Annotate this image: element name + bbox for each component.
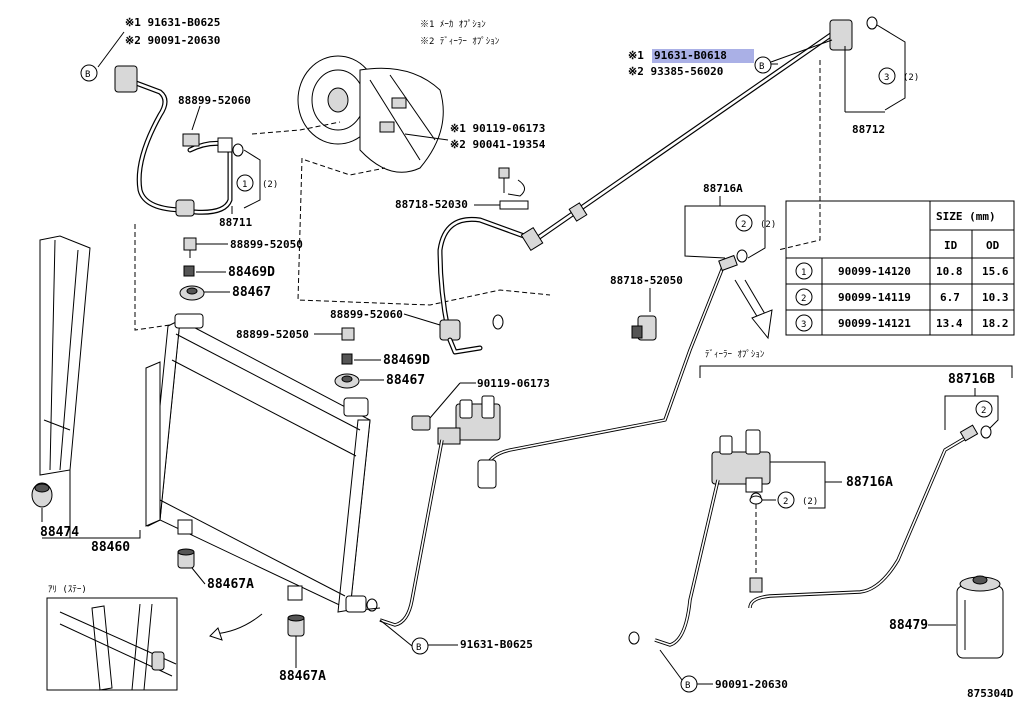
size-table — [785, 200, 1015, 336]
size-row-od: 18.2 — [982, 317, 1009, 330]
label-88711[interactable]: 88711 — [219, 216, 252, 229]
label-88469d-a[interactable]: 88469D — [228, 265, 275, 280]
svg-text:B: B — [416, 643, 421, 653]
mark-2-qty-b: (2) — [802, 497, 818, 507]
dealer-option-note: ※2 ﾃﾞｨｰﾗｰ ｵﾌﾟｼｮﾝ — [420, 36, 500, 47]
size-table-col-od: OD — [986, 239, 1000, 252]
svg-text:2: 2 — [741, 220, 746, 230]
seal-88474[interactable] — [31, 235, 91, 508]
bolt-b-icon: B — [754, 56, 772, 74]
svg-text:1: 1 — [242, 180, 247, 190]
callout-comp-1[interactable]: ※1 90119-06173 — [450, 122, 545, 135]
label-90119-06173[interactable]: 90119-06173 — [477, 377, 550, 390]
detail-inset: ｱﾘ (ｽﾃｰ) — [46, 584, 178, 691]
pipe-88716b[interactable] — [748, 424, 979, 609]
mount-88467a-a — [177, 548, 195, 569]
size-row-id: 13.4 — [936, 317, 963, 330]
size-row-id: 10.8 — [936, 265, 963, 278]
svg-text:2: 2 — [801, 294, 806, 304]
label-88469d-b[interactable]: 88469D — [383, 353, 430, 368]
label-88479[interactable]: 88479 — [889, 618, 928, 633]
mark-2-icon: 2 — [777, 491, 795, 509]
label-88467a-b[interactable]: 88467A — [279, 669, 326, 684]
label-91631-b0625-bottom[interactable]: 91631-B0625 — [460, 638, 533, 651]
mark-3-icon: 3 — [878, 67, 896, 85]
label-88467-b[interactable]: 88467 — [386, 373, 425, 388]
direction-arrow-icon — [734, 279, 773, 340]
label-88899-52050-b[interactable]: 88899-52050 — [236, 328, 309, 341]
callout-top-right-1-prefix[interactable]: ※1 — [628, 49, 644, 62]
label-88460[interactable]: 88460 — [91, 540, 130, 555]
oil-can-88479[interactable] — [956, 575, 1004, 659]
label-88716a-top[interactable]: 88716A — [703, 182, 743, 195]
label-90091-20630-bottom[interactable]: 90091-20630 — [715, 678, 788, 691]
label-88467a-a[interactable]: 88467A — [207, 577, 254, 592]
discharge-hose-88712[interactable] — [437, 19, 853, 355]
label-88899-52060-b[interactable]: 88899-52060 — [330, 308, 403, 321]
mark-1-qty: (2) — [262, 180, 278, 190]
svg-text:3: 3 — [801, 320, 806, 330]
label-88712[interactable]: 88712 — [852, 123, 885, 136]
size-table-row: 2 90099-14119 6.7 10.3 — [795, 288, 1009, 306]
bolt-b-icon: B — [411, 637, 429, 655]
mount-88467a-b — [287, 614, 305, 637]
svg-text:ｱﾘ (ｽﾃｰ): ｱﾘ (ｽﾃｰ) — [48, 584, 87, 595]
callout-top-right-2[interactable]: ※2 93385-56020 — [628, 65, 723, 78]
mark-1-icon: 1 — [236, 174, 254, 192]
svg-text:B: B — [85, 70, 90, 80]
block-fitting — [437, 395, 501, 489]
bolt-b-icon: B — [680, 675, 698, 693]
curved-arrow-icon — [213, 613, 263, 635]
size-row-part[interactable]: 90099-14120 — [838, 265, 911, 278]
label-88716a-right[interactable]: 88716A — [846, 475, 893, 490]
label-88718-52030[interactable]: 88718-52030 — [395, 198, 468, 211]
size-row-od: 10.3 — [982, 291, 1009, 304]
svg-text:2: 2 — [981, 406, 986, 416]
size-row-part[interactable]: 90099-14121 — [838, 317, 911, 330]
dealer-block-fitting — [711, 429, 771, 493]
dealer-option-section-label: ﾃﾞｨｰﾗｰ ｵﾌﾟｼｮﾝ — [705, 349, 765, 360]
label-88467-a[interactable]: 88467 — [232, 285, 271, 300]
label-88899-52050-a[interactable]: 88899-52050 — [230, 238, 303, 251]
compressor — [297, 55, 444, 173]
svg-text:B: B — [759, 62, 764, 72]
callout-top-right-1-part[interactable]: 91631-B0618 — [654, 49, 727, 62]
size-table-col-id: ID — [944, 239, 958, 252]
size-table-row: 3 90099-14121 13.4 18.2 — [795, 314, 1009, 332]
label-88716b[interactable]: 88716B — [948, 372, 995, 387]
mark-3-qty: (2) — [903, 73, 919, 83]
svg-text:3: 3 — [884, 73, 889, 83]
callout-comp-2[interactable]: ※2 90041-19354 — [450, 138, 546, 151]
maker-option-note: ※1 ﾒｰｶ ｵﾌﾟｼｮﾝ — [420, 19, 486, 30]
size-row-part[interactable]: 90099-14119 — [838, 291, 911, 304]
callout-top-left-2[interactable]: ※2 90091-20630 — [125, 34, 220, 47]
mark-2-icon: 2 — [975, 400, 993, 418]
size-row-id: 6.7 — [940, 291, 960, 304]
drawing-number: 875304D — [967, 687, 1014, 700]
bolt-icon — [498, 167, 510, 193]
liquid-line-88460[interactable] — [379, 439, 444, 627]
label-88718-52050[interactable]: 88718-52050 — [610, 274, 683, 287]
size-row-od: 15.6 — [982, 265, 1009, 278]
clamp-88718-52050 — [631, 315, 657, 341]
svg-text:2: 2 — [783, 497, 788, 507]
bolt-b-icon: B — [80, 64, 98, 82]
dealer-liquid-pipe[interactable] — [654, 479, 720, 647]
callout-top-left-1[interactable]: ※1 91631-B0625 — [125, 16, 220, 29]
size-table-title: SIZE (mm) — [936, 210, 996, 223]
label-88474[interactable]: 88474 — [40, 525, 79, 540]
condenser-88460[interactable] — [147, 313, 371, 613]
mark-2-qty: (2) — [760, 220, 776, 230]
suction-hose-88711[interactable] — [114, 65, 233, 217]
label-88899-52060-a[interactable]: 88899-52060 — [178, 94, 251, 107]
size-table-row: 1 90099-14120 10.8 15.6 — [795, 262, 1009, 280]
svg-text:B: B — [685, 681, 690, 691]
svg-text:1: 1 — [801, 268, 806, 278]
mark-2-icon: 2 — [735, 214, 753, 232]
